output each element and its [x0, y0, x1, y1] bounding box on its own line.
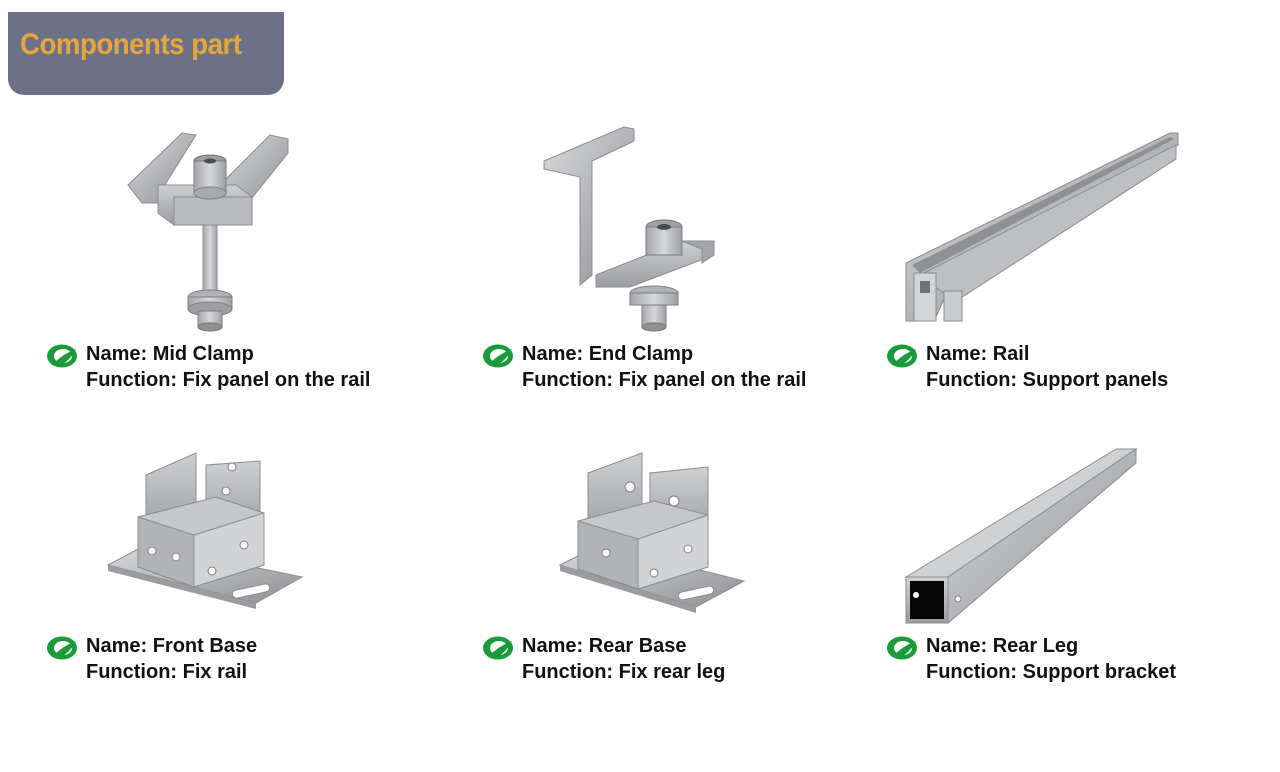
product-function: Function: Fix panel on the rail — [522, 369, 807, 391]
product-card-mid-clamp: Name: Mid Clamp Function: Fix panel on t… — [46, 125, 426, 425]
product-function: Function: Fix rear leg — [522, 661, 726, 683]
rear-base-icon — [482, 417, 862, 632]
product-name: Name: Rear Base — [522, 635, 687, 657]
product-card-rail: Name: Rail Function: Support panels — [886, 125, 1266, 425]
product-name: Name: Mid Clamp — [86, 343, 254, 365]
end-clamp-icon — [482, 125, 862, 340]
product-function: Function: Support bracket — [926, 661, 1176, 683]
product-function: Function: Support panels — [926, 369, 1169, 391]
front-base-icon — [46, 417, 426, 632]
leaf-logo-icon — [47, 344, 77, 368]
leaf-logo-icon — [483, 344, 513, 368]
mid-clamp-icon — [46, 125, 426, 340]
rear-leg-icon — [886, 417, 1266, 632]
rail-icon — [886, 125, 1266, 340]
leaf-logo-icon — [47, 636, 77, 660]
leaf-logo-icon — [483, 636, 513, 660]
page-title: Components part — [20, 28, 242, 61]
product-card-rear-base: Name: Rear Base Function: Fix rear leg — [482, 417, 862, 717]
leaf-logo-icon — [887, 344, 917, 368]
product-card-front-base: Name: Front Base Function: Fix rail — [46, 417, 426, 717]
product-card-end-clamp: Name: End Clamp Function: Fix panel on t… — [482, 125, 862, 425]
product-function: Function: Fix panel on the rail — [86, 369, 371, 391]
leaf-logo-icon — [887, 636, 917, 660]
product-function: Function: Fix rail — [86, 661, 248, 683]
product-name: Name: Rear Leg — [926, 635, 1079, 657]
product-name: Name: Front Base — [86, 635, 258, 657]
product-name: Name: Rail — [926, 343, 1030, 365]
product-name: Name: End Clamp — [522, 343, 694, 365]
product-card-rear-leg: Name: Rear Leg Function: Support bracket — [886, 417, 1266, 717]
header-banner: Components part — [8, 12, 284, 95]
